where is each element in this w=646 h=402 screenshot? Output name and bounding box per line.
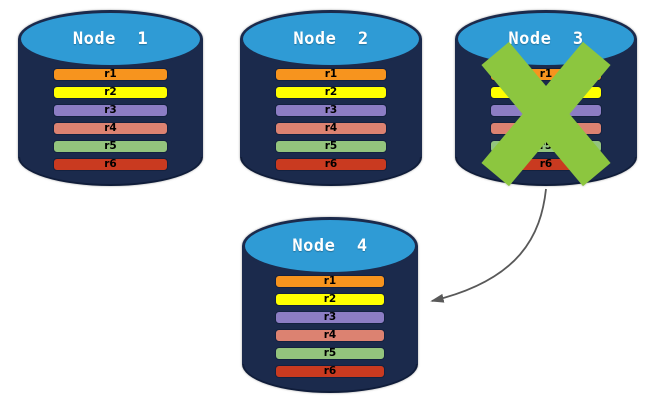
row-r2: r2	[274, 86, 388, 99]
row-r6: r6	[275, 365, 385, 378]
row-r1: r1	[275, 275, 385, 288]
row-r2: r2	[53, 86, 168, 99]
row-r2: r2	[275, 293, 385, 306]
row-list: r1 r2 r3 r4 r5 r6	[275, 275, 385, 383]
cylinder-top: Node 4	[242, 217, 418, 275]
row-r5: r5	[275, 347, 385, 360]
row-r4: r4	[53, 122, 168, 135]
row-r4: r4	[274, 122, 388, 135]
row-r6: r6	[53, 158, 168, 171]
node-title: Node 1	[72, 29, 149, 49]
row-r3: r3	[53, 104, 168, 117]
row-list: r1 r2 r3 r4 r5 r6	[53, 68, 168, 176]
row-r4: r4	[275, 329, 385, 342]
row-r1: r1	[53, 68, 168, 81]
row-r6: r6	[274, 158, 388, 171]
node-4: Node 4 r1 r2 r3 r4 r5 r6	[242, 217, 418, 393]
node-title: Node 3	[508, 29, 584, 49]
cylinder-top: Node 3	[455, 10, 637, 68]
row-r3: r3	[274, 104, 388, 117]
node-1: Node 1 r1 r2 r3 r4 r5 r6	[18, 10, 203, 186]
row-r5: r5	[274, 140, 388, 153]
row-list: r1 r2 r3 r4 r5 r6	[274, 68, 388, 176]
row-r3: r3	[275, 311, 385, 324]
node-title: Node 4	[292, 236, 368, 256]
row-r5: r5	[53, 140, 168, 153]
row-r1: r1	[274, 68, 388, 81]
arrow-path	[430, 188, 547, 303]
cylinder-top: Node 2	[240, 10, 422, 68]
cylinder-top: Node 1	[18, 10, 203, 68]
node-2: Node 2 r1 r2 r3 r4 r5 r6	[240, 10, 422, 186]
node-title: Node 2	[293, 29, 369, 49]
